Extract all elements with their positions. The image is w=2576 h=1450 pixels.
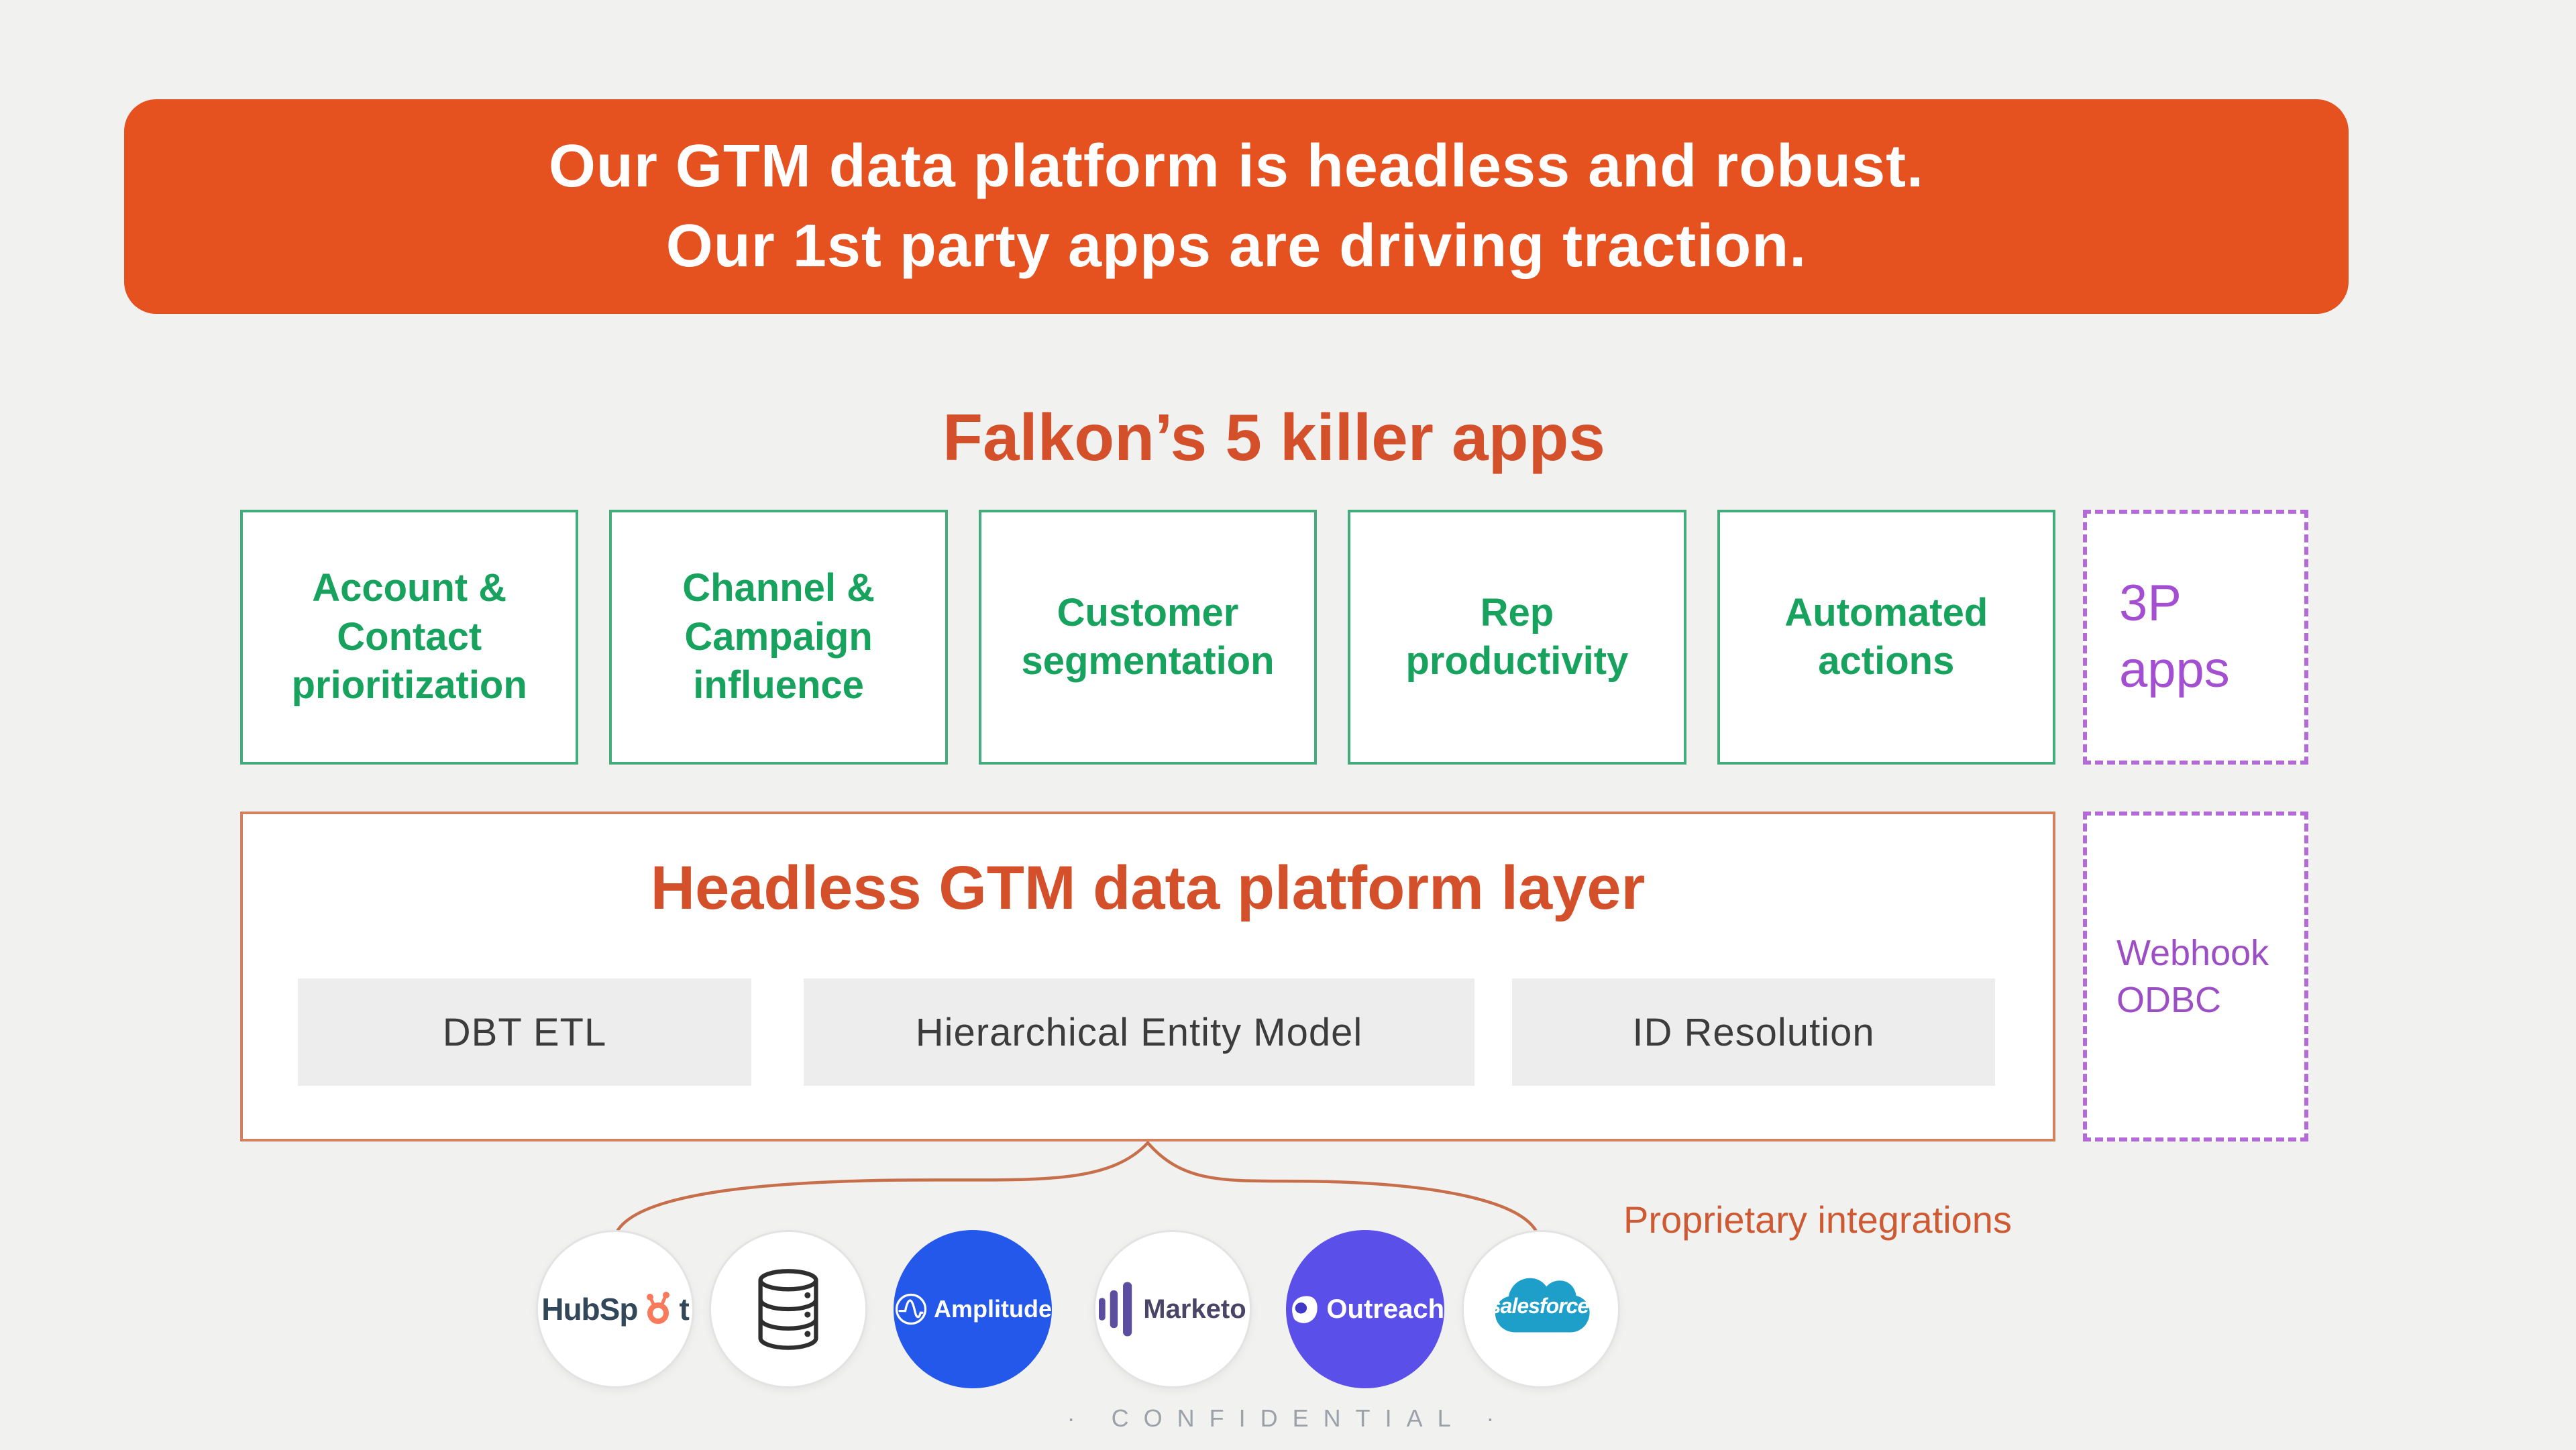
banner: Our GTM data platform is headless and ro… — [124, 99, 2349, 314]
marketo-bars-icon — [1099, 1282, 1132, 1337]
amplitude-wave-icon — [895, 1293, 927, 1325]
outreach-logo: Outreach — [1286, 1230, 1444, 1388]
platform-component-hierarchical-entity-model: Hierarchical Entity Model — [804, 979, 1474, 1086]
app-box-customer-segmentation: Customer segmentation — [978, 510, 1318, 765]
outreach-seal-icon — [1292, 1296, 1318, 1323]
app-box-automated-actions: Automated actions — [1717, 510, 2056, 765]
database-icon — [758, 1269, 818, 1350]
app-box-account-contact-prioritization: Account & Contact prioritization — [240, 510, 579, 765]
apps-section-title: Falkon’s 5 killer apps — [943, 400, 1605, 474]
outreach-label: Outreach — [1326, 1294, 1444, 1324]
third-party-apps-label: 3P apps — [2119, 575, 2230, 698]
amplitude-label: Amplitude — [934, 1295, 1052, 1323]
salesforce-label: salesforce — [1489, 1294, 1589, 1319]
platform-component-dbt-etl: DBT ETL — [298, 979, 751, 1086]
marketo-label: Marketo — [1143, 1294, 1246, 1324]
app-box-label: Rep productivity — [1405, 590, 1629, 683]
amplitude-logo: Amplitude — [894, 1230, 1052, 1388]
app-box-label: Channel & Campaign influence — [682, 566, 875, 708]
webhook-odbc-label: Webhook ODBC — [2116, 932, 2269, 1020]
third-party-apps-box: 3P apps — [2083, 510, 2308, 765]
platform-box: Headless GTM data platform layer DBT ETL… — [240, 812, 2055, 1141]
app-box-label: Account & Contact prioritization — [291, 566, 527, 708]
platform-component-id-resolution: ID Resolution — [1512, 979, 1995, 1086]
webhook-odbc-box: Webhook ODBC — [2083, 812, 2308, 1141]
marketo-logo: Marketo — [1093, 1230, 1252, 1388]
platform-title: Headless GTM data platform layer — [650, 854, 1646, 922]
banner-text: Our GTM data platform is headless and ro… — [548, 133, 1925, 280]
app-box-rep-productivity: Rep productivity — [1348, 510, 1686, 765]
database-logo — [709, 1230, 867, 1388]
hubspot-label-suffix: t — [679, 1292, 689, 1327]
apps-row: Account & Contact prioritization Channel… — [240, 510, 2056, 765]
hubspot-sprocket-icon — [647, 1292, 670, 1324]
hubspot-label-prefix: HubSp — [541, 1292, 638, 1327]
app-box-label: Customer segmentation — [1021, 590, 1275, 683]
app-box-label: Automated actions — [1784, 590, 1988, 683]
confidential-footer: · CONFIDENTIAL · — [1067, 1404, 1509, 1432]
salesforce-cloud-icon — [1495, 1278, 1590, 1333]
hubspot-logo: HubSp t — [536, 1230, 694, 1388]
salesforce-logo: salesforce — [1462, 1230, 1620, 1388]
proprietary-integrations-caption: Proprietary integrations — [1623, 1198, 2012, 1241]
app-box-channel-campaign-influence: Channel & Campaign influence — [609, 510, 948, 765]
